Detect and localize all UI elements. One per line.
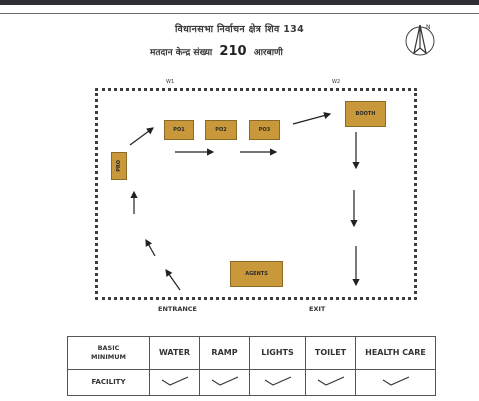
voting-booth: BOOTH [345, 101, 386, 127]
status-ramp [199, 368, 250, 397]
column-health-care: HEALTH CARE [355, 336, 436, 370]
check-icon [317, 376, 344, 387]
constituency-title: विधानसभा निर्वाचन क्षेत्र शिव 134 [175, 24, 304, 35]
booth-number: 210 [219, 44, 247, 59]
facility-status-row: FACILITY [67, 368, 436, 397]
polling-station-label: मतदान केन्द्र संख्या [150, 48, 213, 58]
entrance-label: ENTRANCE [158, 305, 197, 313]
exit-label: EXIT [309, 305, 326, 313]
compass-north-label: N [426, 24, 431, 31]
column-lights: LIGHTS [249, 336, 306, 370]
check-icon [382, 376, 409, 387]
column-toilet: TOILET [305, 336, 356, 370]
top-bar [0, 0, 479, 5]
po1-desk: PO1 [164, 120, 194, 140]
village-name: आरबाणी [253, 48, 283, 58]
polling-hall-outline [95, 88, 417, 300]
facility-row-label: FACILITY [67, 368, 150, 397]
po3-desk: PO3 [249, 120, 280, 140]
agents-desk: AGENTS [230, 261, 283, 287]
basic-minimum-label: BASIC MINIMUM [91, 343, 126, 361]
basic-minimum-header: BASIC MINIMUM [67, 336, 150, 370]
top-rule [0, 13, 479, 14]
status-health-care [355, 368, 436, 397]
check-icon [161, 376, 188, 387]
status-lights [249, 368, 306, 397]
po2-desk-label: PO2 [215, 127, 227, 133]
status-toilet [305, 368, 356, 397]
agents-desk-label: AGENTS [245, 271, 268, 277]
check-icon [211, 376, 238, 387]
po2-desk: PO2 [205, 120, 237, 140]
door-label-right: W2 [332, 79, 341, 85]
status-water [149, 368, 200, 397]
column-ramp: RAMP [199, 336, 250, 370]
north-compass-icon: N [405, 24, 435, 56]
po1-desk-label: PO1 [173, 127, 185, 133]
polling-station-title: मतदान केन्द्र संख्या 210 आरबाणी [150, 44, 283, 59]
column-water: WATER [149, 336, 200, 370]
facility-header-row: BASIC MINIMUM WATER RAMP LIGHTS TOILET H… [67, 336, 436, 370]
door-label-left: W1 [166, 79, 175, 85]
voting-booth-label: BOOTH [355, 111, 376, 117]
pro-desk: PRO [111, 152, 127, 180]
po3-desk-label: PO3 [258, 127, 271, 133]
facility-table: BASIC MINIMUM WATER RAMP LIGHTS TOILET H… [67, 336, 436, 397]
check-icon [264, 376, 291, 387]
